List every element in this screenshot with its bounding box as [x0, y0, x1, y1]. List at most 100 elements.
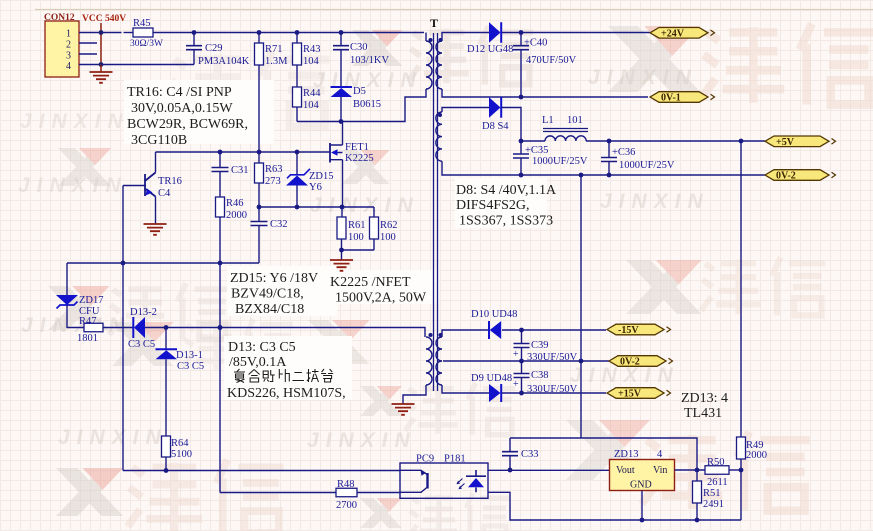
- svg-text:L1: L1: [542, 115, 554, 126]
- svg-text:D8 S4: D8 S4: [482, 121, 509, 132]
- svg-text:103/1KV: 103/1KV: [350, 55, 390, 66]
- svg-text:1000UF/25V: 1000UF/25V: [619, 160, 675, 171]
- svg-text:ZD13: ZD13: [614, 449, 639, 460]
- svg-text:C33: C33: [521, 449, 539, 460]
- svg-text:1801: 1801: [77, 333, 98, 344]
- svg-text:+15V: +15V: [618, 389, 642, 400]
- svg-text:ZD13: 4: ZD13: 4: [681, 391, 728, 406]
- svg-text:330UF/50V: 330UF/50V: [527, 352, 578, 363]
- svg-text:R44: R44: [303, 88, 321, 99]
- svg-text:FET1: FET1: [345, 142, 369, 153]
- svg-text:2611: 2611: [707, 477, 728, 488]
- svg-text:JINXIN: JINXIN: [58, 426, 168, 449]
- svg-text:330UF/50V: 330UF/50V: [527, 384, 578, 395]
- svg-text:+5V: +5V: [776, 137, 795, 148]
- svg-text:B0615: B0615: [353, 99, 381, 110]
- svg-text:/85V,0.1A: /85V,0.1A: [229, 355, 287, 370]
- svg-text:D12 UG48: D12 UG48: [467, 44, 513, 55]
- svg-text:R46: R46: [226, 198, 244, 209]
- svg-text:R51: R51: [703, 488, 721, 499]
- svg-text:R49: R49: [746, 440, 764, 451]
- svg-text:C38: C38: [531, 370, 549, 381]
- svg-text:D13-1: D13-1: [176, 350, 203, 361]
- svg-text:BZX84/C18: BZX84/C18: [235, 302, 304, 317]
- svg-text:R63: R63: [265, 164, 283, 175]
- svg-text:R48: R48: [337, 479, 355, 490]
- svg-text:DIFS4FS2G,: DIFS4FS2G,: [456, 198, 530, 213]
- svg-text:JINXIN: JINXIN: [570, 364, 680, 387]
- svg-text:JINXIN: JINXIN: [588, 66, 698, 89]
- svg-text:JINXIN: JINXIN: [600, 190, 710, 213]
- svg-text:PM3A104K: PM3A104K: [198, 56, 250, 67]
- svg-text:K2225 /NFET: K2225 /NFET: [330, 275, 411, 290]
- svg-text:ZD15: ZD15: [309, 171, 334, 182]
- svg-text:R43: R43: [303, 44, 321, 55]
- svg-text:30Ω/3W: 30Ω/3W: [130, 39, 163, 49]
- svg-text:JINXIN: JINXIN: [21, 314, 131, 337]
- svg-text:470UF/50V: 470UF/50V: [526, 55, 577, 66]
- svg-text:D5: D5: [353, 86, 366, 97]
- svg-text:JINXIN: JINXIN: [307, 429, 417, 452]
- svg-text:T: T: [430, 16, 438, 30]
- svg-text:PC9: PC9: [416, 454, 434, 465]
- svg-text:273: 273: [265, 176, 281, 187]
- svg-text:+C35: +C35: [525, 145, 548, 156]
- svg-text:R71: R71: [265, 44, 283, 55]
- svg-text:2000: 2000: [226, 210, 247, 221]
- svg-text:C39: C39: [531, 340, 549, 351]
- svg-text:1500V,2A, 50W: 1500V,2A, 50W: [335, 291, 427, 306]
- svg-text:2000: 2000: [746, 450, 767, 461]
- svg-text:K2225: K2225: [345, 153, 374, 164]
- svg-text:0V-1: 0V-1: [661, 93, 681, 104]
- svg-text:BZV49/C18,: BZV49/C18,: [231, 287, 304, 302]
- svg-text:TL431: TL431: [684, 406, 722, 421]
- svg-text:C3 C5: C3 C5: [128, 339, 155, 350]
- svg-text:104: 104: [303, 56, 320, 67]
- svg-text:P181: P181: [444, 454, 466, 465]
- svg-text:R64: R64: [171, 438, 189, 449]
- svg-text:TR16: C4 /SI PNP: TR16: C4 /SI PNP: [127, 85, 232, 100]
- svg-text:+C40: +C40: [524, 38, 547, 49]
- svg-text:C31: C31: [231, 165, 249, 176]
- svg-text:4: 4: [657, 449, 663, 460]
- svg-text:D8: S4 /40V,1.1A: D8: S4 /40V,1.1A: [456, 183, 557, 198]
- svg-text:100: 100: [348, 232, 364, 243]
- svg-text:+: +: [513, 349, 519, 360]
- svg-text:D13-2: D13-2: [130, 307, 157, 318]
- svg-text:ZD17: ZD17: [79, 295, 104, 306]
- svg-text:100: 100: [380, 232, 396, 243]
- svg-text:+C36: +C36: [612, 147, 635, 158]
- svg-text:2: 2: [66, 40, 71, 51]
- svg-text:GND: GND: [630, 480, 652, 491]
- svg-text:BCW29R, BCW69R,: BCW29R, BCW69R,: [127, 117, 248, 132]
- svg-text:C3 C5: C3 C5: [177, 361, 204, 372]
- svg-text:R50: R50: [707, 457, 725, 468]
- svg-text:R61: R61: [348, 220, 366, 231]
- svg-text:C30: C30: [350, 42, 368, 53]
- svg-text:101: 101: [567, 115, 583, 126]
- svg-text:JINXIN: JINXIN: [313, 69, 423, 92]
- svg-text:0V-2: 0V-2: [620, 357, 640, 368]
- svg-text:JINXIN: JINXIN: [310, 194, 420, 217]
- svg-text:CON12: CON12: [44, 13, 75, 23]
- svg-text:D13: C3 C5: D13: C3 C5: [228, 340, 296, 355]
- svg-text:TR16: TR16: [158, 176, 182, 187]
- svg-text:2491: 2491: [703, 499, 724, 510]
- svg-text:C29: C29: [205, 43, 223, 54]
- svg-text:KDS226, HSM107S,: KDS226, HSM107S,: [227, 386, 346, 401]
- svg-text:30V,0.05A,0.15W: 30V,0.05A,0.15W: [131, 101, 233, 116]
- svg-text:1.3M: 1.3M: [265, 56, 288, 67]
- svg-text:2700: 2700: [336, 500, 357, 511]
- svg-text:Vout: Vout: [616, 465, 635, 476]
- svg-text:Vin: Vin: [653, 465, 667, 476]
- svg-text:3: 3: [66, 51, 71, 62]
- svg-text:R47: R47: [79, 316, 97, 327]
- svg-text:ZD15: Y6 /18V: ZD15: Y6 /18V: [230, 271, 318, 286]
- svg-text:104: 104: [303, 100, 320, 111]
- svg-text:CFU: CFU: [79, 306, 100, 317]
- svg-text:+24V: +24V: [661, 28, 685, 39]
- svg-text:5100: 5100: [171, 449, 192, 460]
- svg-text:0V-2: 0V-2: [776, 171, 796, 182]
- svg-text:C32: C32: [270, 219, 288, 230]
- svg-text:D9 UD48: D9 UD48: [471, 373, 512, 384]
